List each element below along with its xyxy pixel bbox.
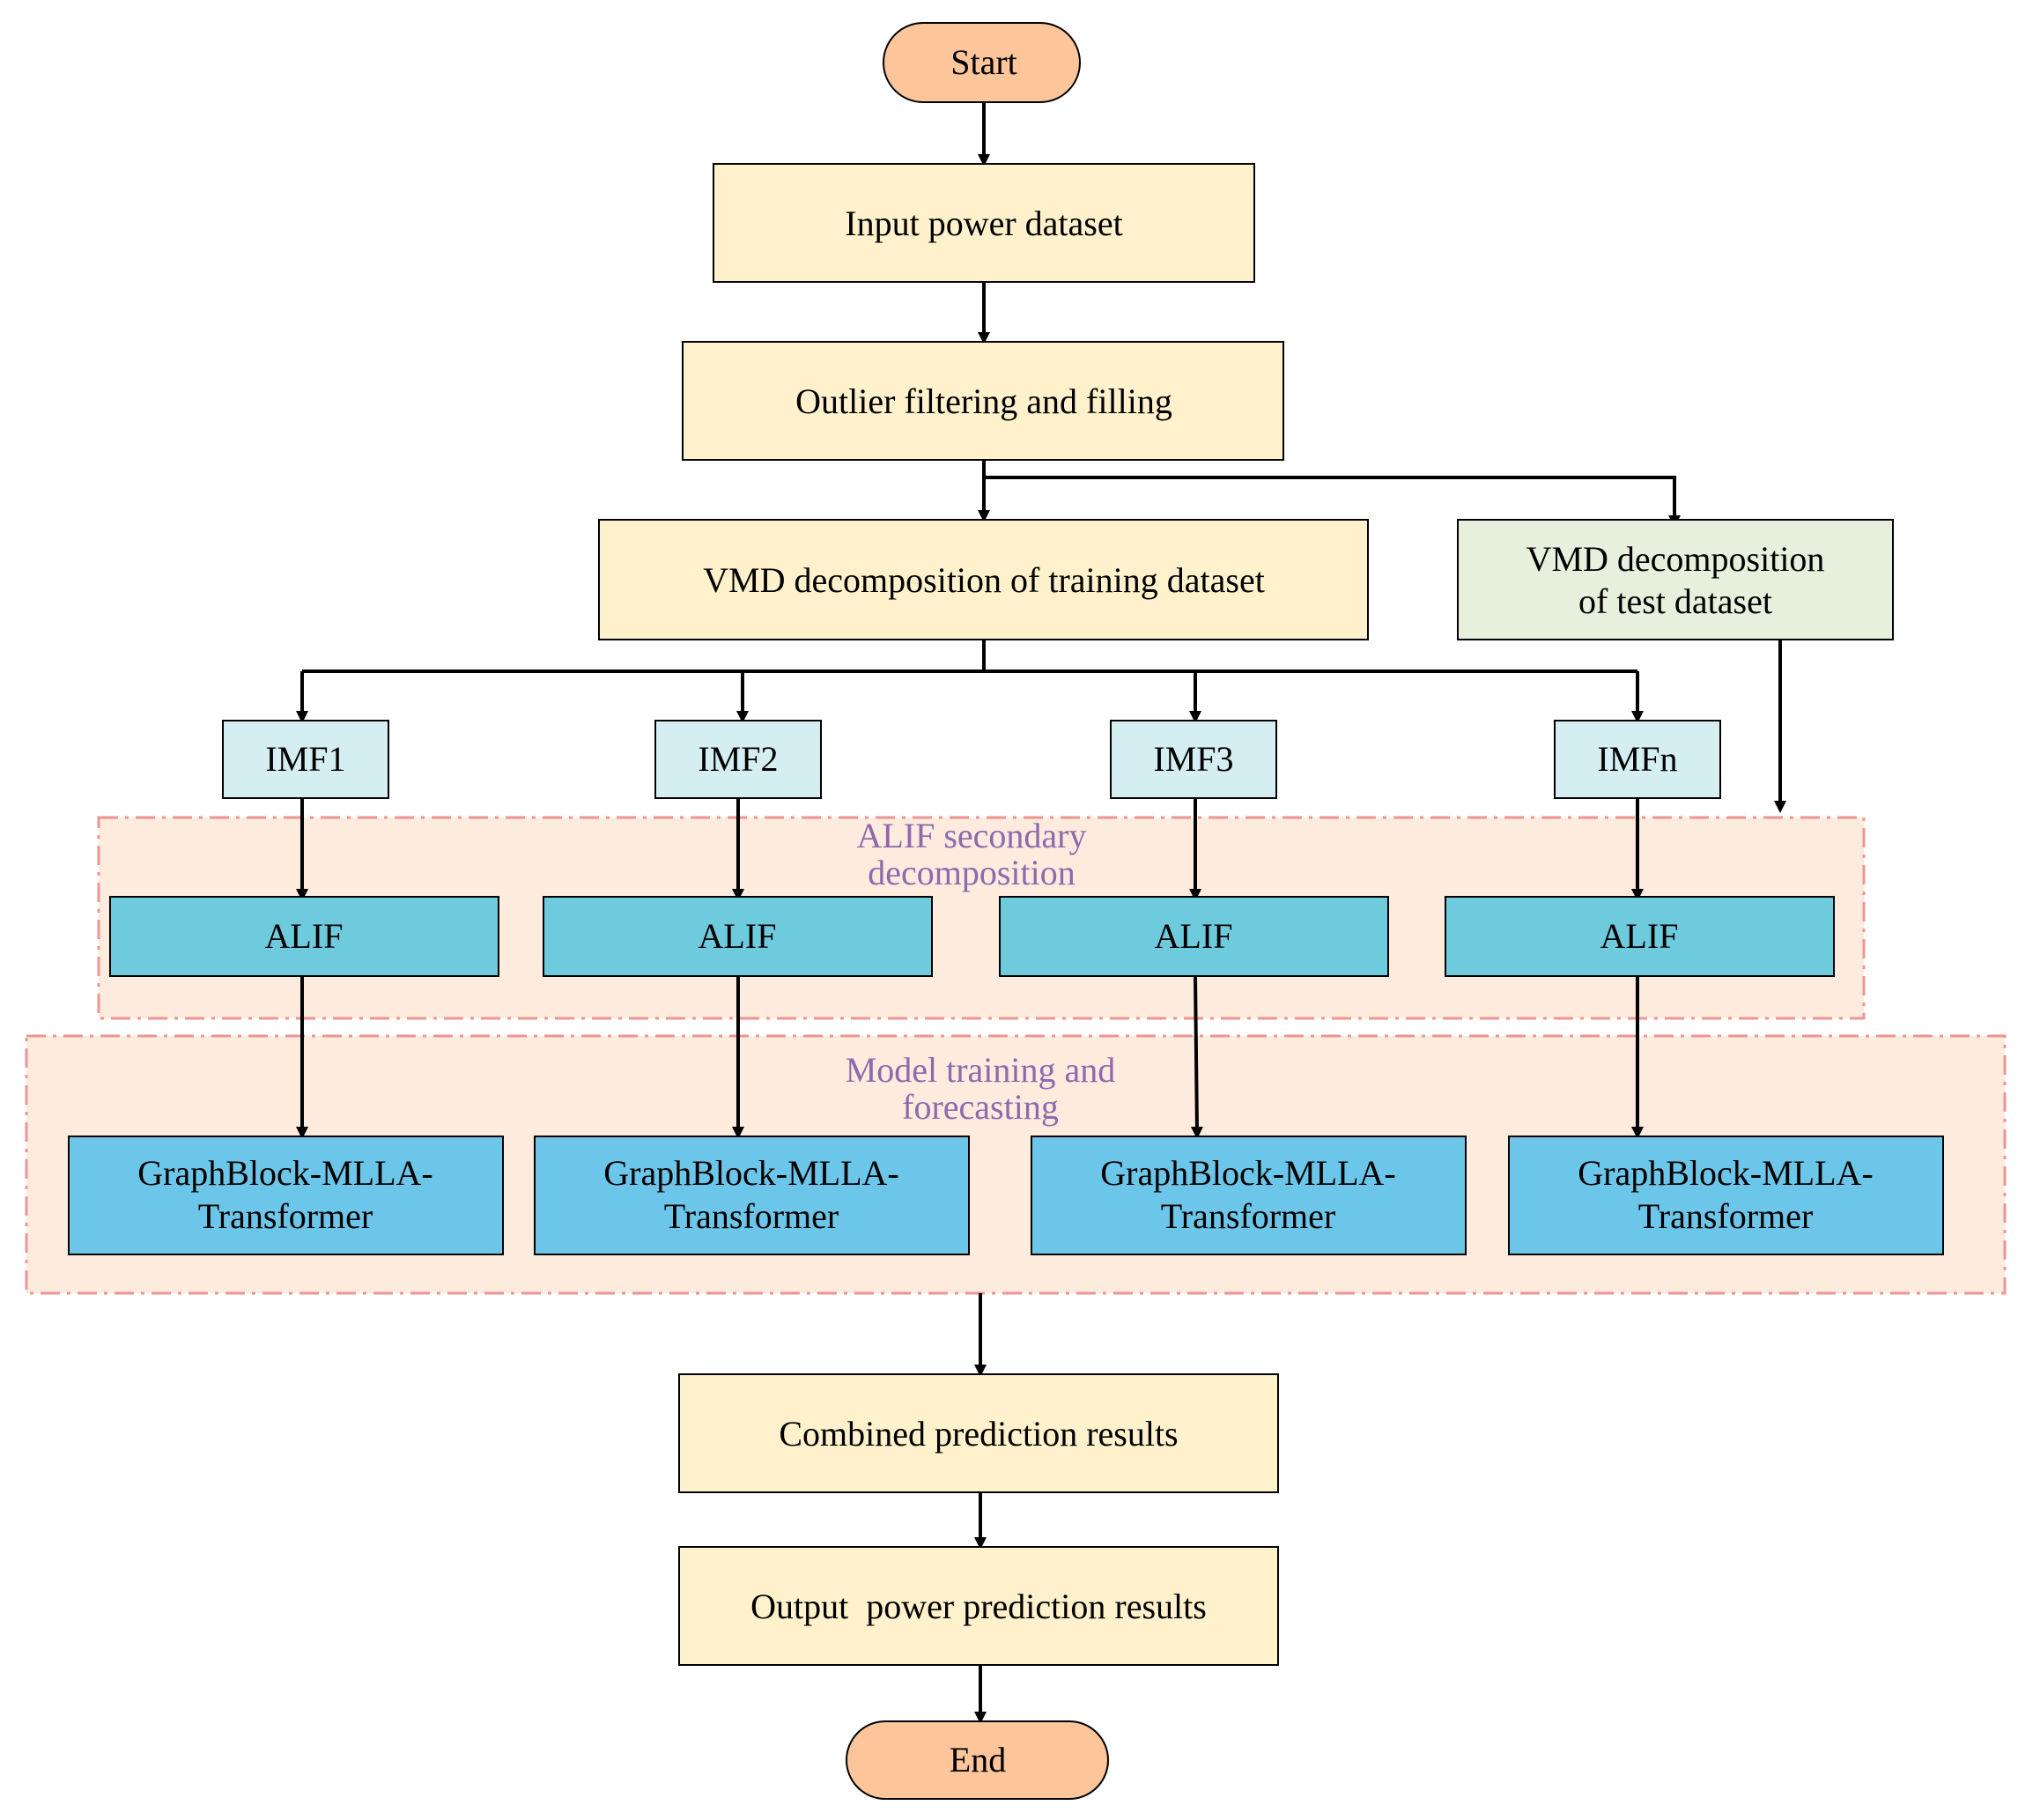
vmd-test-label-line2: of test dataset [1578, 581, 1772, 621]
alif-label-3: ALIF [1155, 916, 1233, 956]
vmd-training-label: VMD decomposition of training dataset [703, 560, 1265, 600]
model-label-4-line1: GraphBlock-MLLA- [1578, 1153, 1873, 1193]
start-label: Start [950, 42, 1017, 82]
alif-box-4: ALIF [1445, 896, 1835, 977]
model-label-1-line1: GraphBlock-MLLA- [137, 1153, 432, 1193]
model-label-3-line2: Transformer [1161, 1196, 1336, 1236]
outlier-filtering-label: Outlier filtering and filling [795, 381, 1172, 421]
model-label-3-line1: GraphBlock-MLLA- [1100, 1153, 1395, 1193]
end-terminal: End [846, 1720, 1109, 1800]
imf-label-n: IMFn [1597, 739, 1677, 779]
vmd-test-label-line1: VMD decomposition [1526, 539, 1825, 579]
input-dataset-label: Input power dataset [845, 203, 1122, 243]
imf-label-2: IMF2 [698, 739, 778, 779]
outlier-filtering-box: Outlier filtering and filling [682, 341, 1284, 461]
combined-results-label: Combined prediction results [779, 1414, 1178, 1454]
model-label-1-line2: Transformer [198, 1196, 373, 1236]
alif-group-label-line2: decomposition [868, 853, 1076, 892]
arrow-alif3-model [1190, 975, 1203, 1139]
connectors [296, 102, 1786, 1724]
alif-label-2: ALIF [699, 916, 777, 956]
imf-box-2: IMF2 [654, 720, 822, 799]
imf-box-3: IMF3 [1110, 720, 1277, 799]
input-dataset-box: Input power dataset [713, 163, 1255, 283]
model-box-2: GraphBlock-MLLA- Transformer [534, 1136, 970, 1255]
model-group-label-line2: forecasting [902, 1087, 1059, 1127]
output-results-label: Output power prediction results [750, 1587, 1207, 1626]
imf-label-1: IMF1 [265, 739, 345, 779]
imf-box-1: IMF1 [222, 720, 389, 799]
imf-box-n: IMFn [1554, 720, 1721, 799]
model-label-2-line2: Transformer [664, 1196, 839, 1236]
imf-label-3: IMF3 [1153, 739, 1233, 779]
combined-results-box: Combined prediction results [678, 1373, 1279, 1493]
alif-group-label-line1: ALIF secondary [856, 816, 1086, 855]
model-box-3: GraphBlock-MLLA- Transformer [1031, 1136, 1467, 1255]
alif-label-1: ALIF [265, 916, 344, 956]
end-label: End [950, 1740, 1006, 1779]
alif-label-4: ALIF [1600, 916, 1679, 956]
vmd-training-box: VMD decomposition of training dataset [598, 519, 1369, 640]
model-label-4-line2: Transformer [1638, 1196, 1814, 1236]
alif-box-2: ALIF [543, 896, 933, 977]
model-group-label-line1: Model training and [846, 1050, 1116, 1090]
vmd-test-box: VMD decomposition of test dataset [1457, 519, 1894, 640]
arrow-outlier-test [984, 476, 1681, 528]
model-box-4: GraphBlock-MLLA- Transformer [1508, 1136, 1944, 1255]
start-terminal: Start [883, 22, 1081, 103]
alif-box-3: ALIF [999, 896, 1389, 977]
output-results-box: Output power prediction results [678, 1546, 1279, 1666]
alif-box-1: ALIF [109, 896, 499, 977]
model-box-1: GraphBlock-MLLA- Transformer [68, 1136, 504, 1255]
model-label-2-line1: GraphBlock-MLLA- [603, 1153, 898, 1193]
